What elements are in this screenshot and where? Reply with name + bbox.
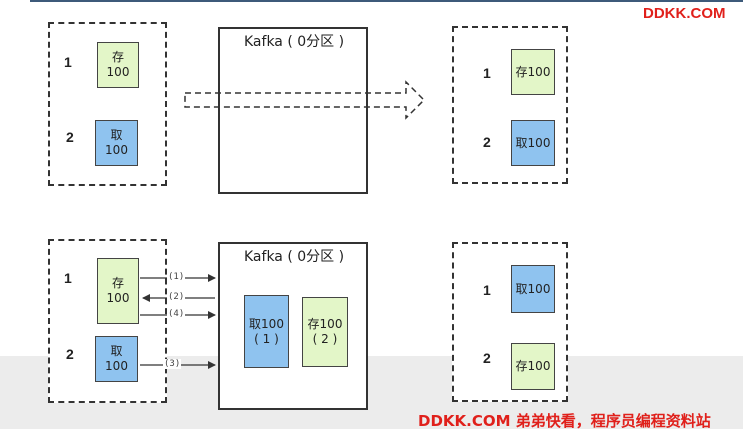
arrow-label-1: (1)	[167, 272, 186, 282]
arrow-label-4: (4)	[167, 309, 186, 319]
top-left-row2-number: 2	[66, 129, 74, 145]
bottom-left-deposit-card: 存 100	[97, 258, 139, 324]
top-kafka-box	[218, 27, 368, 194]
big-flow-arrow	[184, 80, 426, 120]
top-right-deposit-card: 存100	[511, 49, 555, 95]
header-divider	[30, 0, 743, 2]
kafka-message-deposit: 存100 ( 2 )	[302, 297, 348, 367]
top-right-withdraw-card: 取100	[511, 120, 555, 166]
bottom-right-row2-number: 2	[483, 350, 491, 366]
bottom-left-row1-number: 1	[64, 270, 72, 286]
bottom-kafka-title: Kafka ( 0分区 )	[244, 249, 345, 265]
arrow-label-2: (2)	[167, 292, 186, 302]
bottom-right-row1-number: 1	[483, 282, 491, 298]
top-right-row2-number: 2	[483, 134, 491, 150]
top-kafka-title: Kafka ( 0分区 )	[244, 34, 345, 50]
top-left-deposit-card: 存 100	[97, 42, 139, 88]
bottom-left-withdraw-card: 取 100	[95, 336, 138, 382]
footer-watermark: DDKK.COM 弟弟快看，程序员编程资料站	[418, 412, 711, 430]
top-left-withdraw-card: 取 100	[95, 120, 138, 166]
brand-logo: DDKK.COM	[643, 5, 726, 22]
arrow-label-3: (3)	[163, 359, 182, 369]
kafka-message-withdraw: 取100 ( 1 )	[244, 295, 289, 368]
bottom-right-deposit-card: 存100	[511, 343, 555, 390]
top-left-row1-number: 1	[64, 54, 72, 70]
bottom-right-withdraw-card: 取100	[511, 265, 555, 313]
bottom-left-row2-number: 2	[66, 346, 74, 362]
top-right-row1-number: 1	[483, 65, 491, 81]
